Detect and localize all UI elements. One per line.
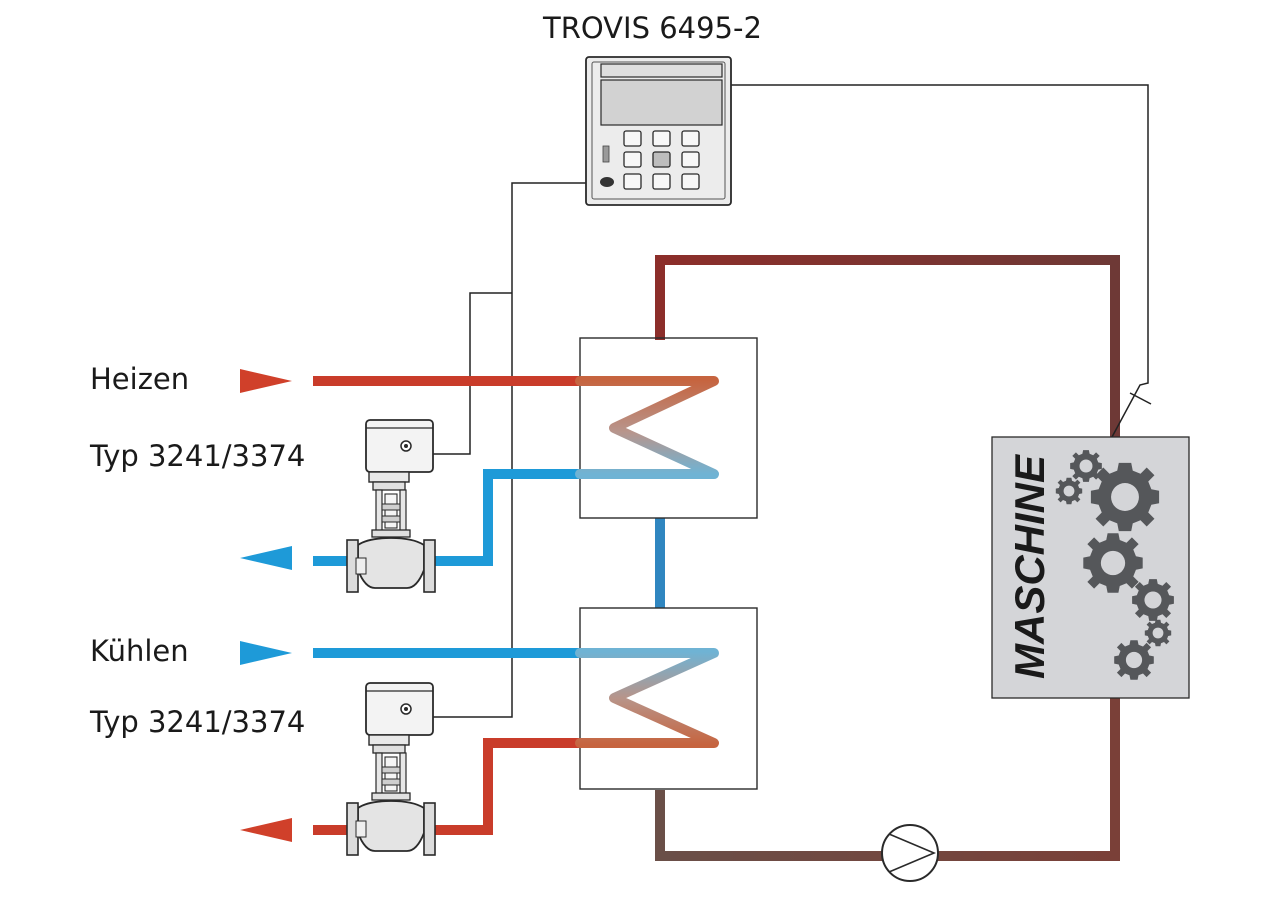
heating-label: Heizen bbox=[90, 362, 190, 396]
cooling-label: Kühlen bbox=[90, 634, 189, 668]
signal-lines bbox=[432, 84, 1152, 718]
controller-title: TROVIS 6495-2 bbox=[543, 11, 762, 45]
cooling-supply-pipe bbox=[240, 641, 580, 665]
trovis-controller bbox=[585, 56, 732, 206]
heating-supply-pipe bbox=[240, 369, 580, 393]
machine: MASCHINE bbox=[991, 436, 1190, 699]
heating-control-valve bbox=[346, 419, 436, 593]
circulation-pump bbox=[881, 824, 939, 882]
cooling-control-valve bbox=[346, 682, 436, 856]
heating-valve-type: Typ 3241/3374 bbox=[90, 439, 306, 473]
cooling-valve-type: Typ 3241/3374 bbox=[90, 705, 306, 739]
machine-label: MASCHINE bbox=[1006, 453, 1053, 679]
heat-exchanger-cooling bbox=[575, 607, 758, 790]
heat-exchanger-heating bbox=[575, 337, 758, 519]
